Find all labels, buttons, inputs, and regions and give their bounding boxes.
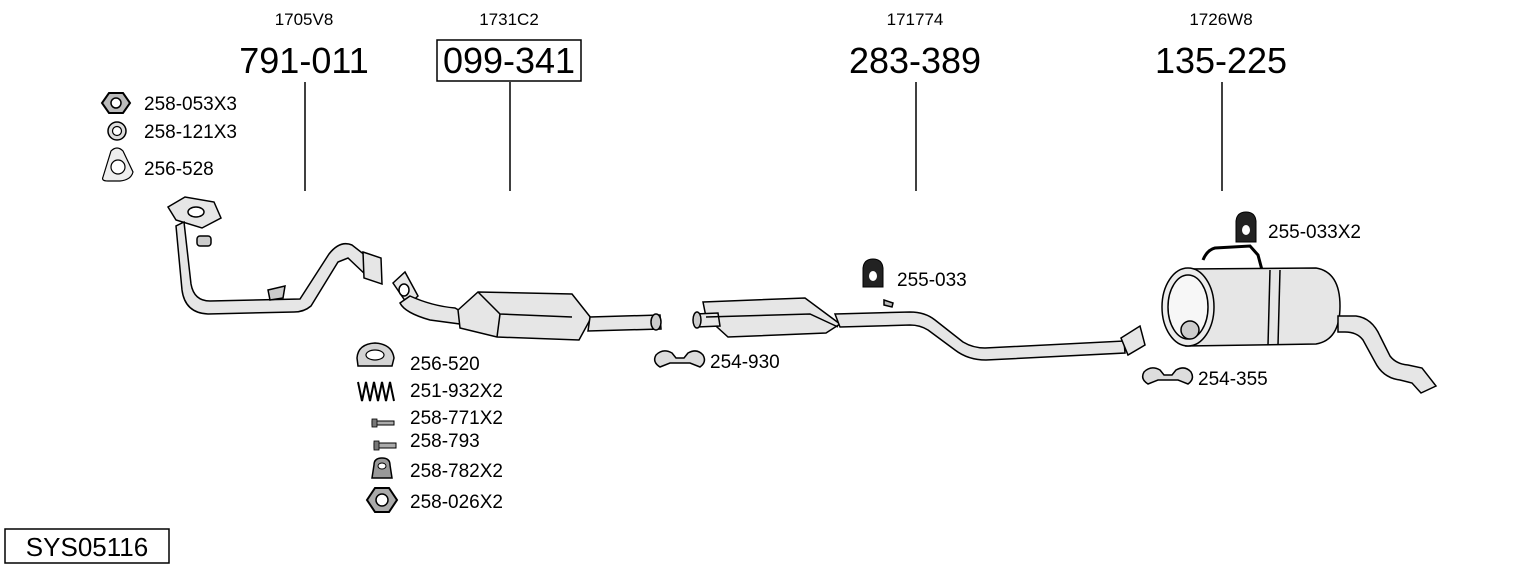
part-135-225: 1726W8 135-225 bbox=[1155, 10, 1287, 191]
accessory-258-026: 258-026X2 bbox=[365, 487, 503, 513]
accessory-label: 256-528 bbox=[144, 159, 214, 180]
accessory-label: 258-026X2 bbox=[410, 492, 503, 513]
tail-pipe-body bbox=[1337, 315, 1438, 394]
accessory-258-782: 258-782X2 bbox=[371, 457, 503, 482]
accessory-label: 258-771X2 bbox=[410, 408, 503, 429]
accessory-label: 255-033 bbox=[897, 270, 967, 291]
highlight-box bbox=[436, 39, 582, 82]
part-ref-1731c2: 1731C2 bbox=[479, 10, 539, 29]
accessory-label: 251-932X2 bbox=[410, 381, 503, 402]
accessory-255-033: 255-033 bbox=[862, 258, 967, 291]
part-ref-171774: 171774 bbox=[887, 10, 944, 29]
part-ref-1726w8: 1726W8 bbox=[1189, 10, 1252, 29]
accessory-label: 258-053X3 bbox=[144, 94, 237, 115]
part-code-135-225: 135-225 bbox=[1155, 40, 1287, 81]
flange-icon bbox=[362, 250, 383, 286]
accessory-254-930: 254-930 bbox=[653, 350, 780, 373]
system-code-box: SYS05116 bbox=[4, 528, 170, 564]
accessory-258-121: 258-121X3 bbox=[107, 121, 237, 143]
rear-muffler-drawing bbox=[1161, 244, 1438, 394]
accessory-256-520: 256-520 bbox=[356, 342, 480, 375]
part-code-791-011: 791-011 bbox=[239, 40, 368, 81]
accessory-258-053: 258-053X3 bbox=[100, 92, 237, 115]
part-code-099-341: 099-341 bbox=[443, 40, 575, 81]
accessory-254-355: 254-355 bbox=[1141, 367, 1268, 390]
accessory-255-033x2: 255-033X2 bbox=[1235, 211, 1361, 243]
part-791-011: 1705V8 791-011 bbox=[239, 10, 369, 191]
catalytic-converter-drawing bbox=[392, 270, 662, 341]
middle-muffler-drawing bbox=[692, 297, 1146, 361]
accessory-258-793: 258-793 bbox=[373, 431, 480, 452]
accessory-label: 258-121X3 bbox=[144, 122, 237, 143]
accessory-label: 255-033X2 bbox=[1268, 222, 1361, 243]
converter-body bbox=[457, 291, 592, 341]
accessory-label: 258-793 bbox=[410, 431, 480, 452]
part-283-389: 171774 283-389 bbox=[849, 10, 981, 191]
muffler-body bbox=[1185, 267, 1341, 347]
clamp-icon bbox=[1141, 367, 1194, 385]
part-ref-1705v8: 1705V8 bbox=[275, 10, 334, 29]
accessory-label: 256-520 bbox=[410, 354, 480, 375]
accessory-258-771: 258-771X2 bbox=[371, 408, 503, 429]
accessory-label: 254-930 bbox=[710, 352, 780, 373]
part-code-283-389: 283-389 bbox=[849, 40, 981, 81]
tail-pipe-body bbox=[833, 311, 1126, 361]
muffler-body bbox=[702, 297, 842, 338]
accessory-label: 258-782X2 bbox=[410, 461, 503, 482]
accessory-256-528: 256-528 bbox=[101, 147, 214, 182]
front-pipe-drawing bbox=[166, 196, 383, 315]
clamp-icon bbox=[653, 350, 706, 368]
accessory-251-932: 251-932X2 bbox=[357, 381, 503, 402]
part-099-341: 1731C2 099-341 bbox=[436, 10, 582, 191]
accessory-label: 254-355 bbox=[1198, 369, 1268, 390]
system-code-frame bbox=[4, 528, 170, 564]
spring-icon bbox=[357, 381, 395, 402]
system-code: SYS05116 bbox=[26, 532, 148, 562]
